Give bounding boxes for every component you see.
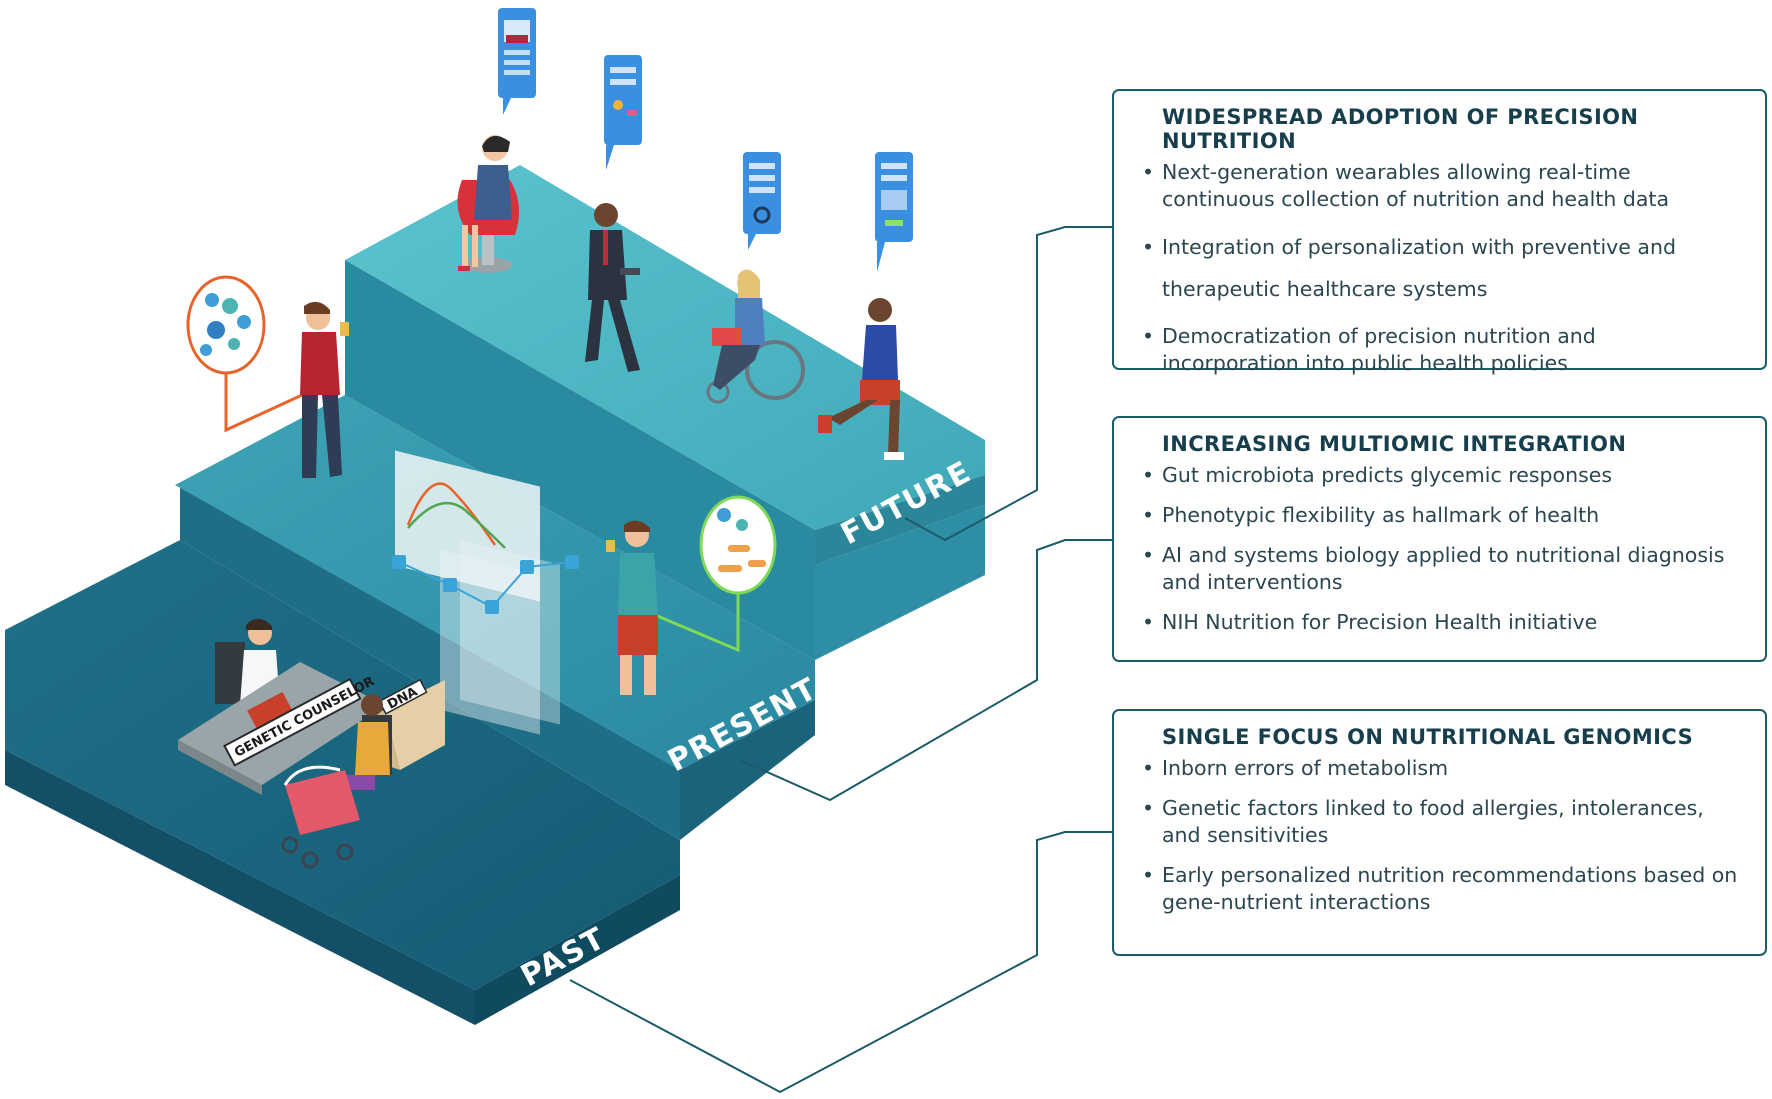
future-step-front bbox=[815, 475, 985, 565]
past-step-top bbox=[5, 540, 680, 990]
panel-past-item-text: Early personalized nutrition recommendat… bbox=[1162, 863, 1738, 914]
panel-past-item: •Genetic factors linked to food allergie… bbox=[1142, 796, 1704, 847]
panel-present-item-text: Gut microbiota predicts glycemic respons… bbox=[1162, 463, 1613, 487]
future-scene bbox=[457, 8, 913, 460]
panel-past-item: •Inborn errors of metabolism bbox=[1142, 756, 1449, 780]
phone-bubble-4 bbox=[875, 152, 913, 272]
panel-present-item: •AI and systems biology applied to nutri… bbox=[1142, 543, 1725, 594]
past-step-front bbox=[475, 875, 680, 1025]
present-scene bbox=[186, 275, 777, 735]
panel-future-list: •Next-generation wearables allowing real… bbox=[1142, 159, 1739, 377]
baby-stroller bbox=[281, 765, 360, 869]
panel-present-item: •Phenotypic flexibility as hallmark of h… bbox=[1142, 503, 1600, 527]
phone-bubble-1 bbox=[498, 8, 536, 115]
future-step-riser bbox=[345, 260, 815, 660]
panel-past-title: SINGLE FOCUS ON NUTRITIONAL GENOMICS bbox=[1162, 725, 1694, 749]
man-green-shirt bbox=[606, 520, 658, 695]
panel-present-item-text: AI and systems biology applied to nutrit… bbox=[1162, 543, 1725, 594]
panel-future-item-text: Integration of personalization with prev… bbox=[1162, 235, 1676, 301]
runner bbox=[818, 298, 904, 460]
man-with-drink bbox=[300, 301, 349, 478]
microbiome-cells-orange bbox=[200, 293, 251, 356]
future-step-side bbox=[815, 505, 985, 660]
past-scene: GENETIC COUNSELOR DNA bbox=[178, 618, 445, 869]
panel-present-list: •Gut microbiota predicts glycemic respon… bbox=[1142, 462, 1739, 636]
microbiome-orange-bubble bbox=[186, 275, 266, 375]
present-step-front bbox=[680, 700, 815, 840]
panel-future: WIDESPREAD ADOPTION OF PRECISION NUTRITI… bbox=[1112, 89, 1767, 375]
panel-present: INCREASING MULTIOMIC INTEGRATION •Gut mi… bbox=[1112, 416, 1767, 662]
panel-present-item: •Gut microbiota predicts glycemic respon… bbox=[1142, 463, 1613, 487]
present-step-riser bbox=[180, 485, 680, 840]
data-screens bbox=[392, 450, 579, 735]
phone-bubble-2 bbox=[604, 55, 642, 170]
panel-present-item: •NIH Nutrition for Precision Health init… bbox=[1142, 610, 1598, 634]
panel-past-item: •Early personalized nutrition recommenda… bbox=[1142, 863, 1738, 914]
woman-in-chair bbox=[457, 135, 519, 273]
laptop bbox=[247, 691, 293, 731]
panel-past: SINGLE FOCUS ON NUTRITIONAL GENOMICS •In… bbox=[1112, 709, 1767, 956]
panel-present-item-text: Phenotypic flexibility as hallmark of he… bbox=[1162, 503, 1600, 527]
panel-future-item: •Integration of personalization with pre… bbox=[1142, 235, 1676, 301]
connector-future bbox=[904, 226, 1112, 542]
panel-present-title: INCREASING MULTIOMIC INTEGRATION bbox=[1162, 432, 1627, 456]
panel-future-item-text: Democratization of precision nutrition a… bbox=[1162, 324, 1596, 375]
panel-future-item: •Democratization of precision nutrition … bbox=[1142, 324, 1596, 375]
past-step-left bbox=[5, 750, 475, 1025]
panel-past-list: •Inborn errors of metabolism •Genetic fa… bbox=[1142, 755, 1739, 916]
connectors bbox=[569, 226, 1112, 1094]
businessman bbox=[585, 203, 640, 372]
panel-past-item-text: Inborn errors of metabolism bbox=[1162, 756, 1449, 780]
future-step-top bbox=[345, 165, 985, 530]
microbiome-cells-green bbox=[717, 508, 766, 572]
panel-future-item: •Next-generation wearables allowing real… bbox=[1142, 160, 1670, 211]
panel-present-item-text: NIH Nutrition for Precision Health initi… bbox=[1162, 610, 1598, 634]
phone-bubble-3 bbox=[743, 152, 781, 250]
panel-past-item-text: Genetic factors linked to food allergies… bbox=[1162, 796, 1704, 847]
panel-future-item-text: Next-generation wearables allowing real-… bbox=[1162, 160, 1670, 211]
wheelchair-user bbox=[706, 269, 805, 404]
panel-future-title: WIDESPREAD ADOPTION OF PRECISION NUTRITI… bbox=[1162, 105, 1639, 153]
connector-past bbox=[569, 831, 1112, 1094]
connector-present bbox=[739, 539, 1112, 802]
